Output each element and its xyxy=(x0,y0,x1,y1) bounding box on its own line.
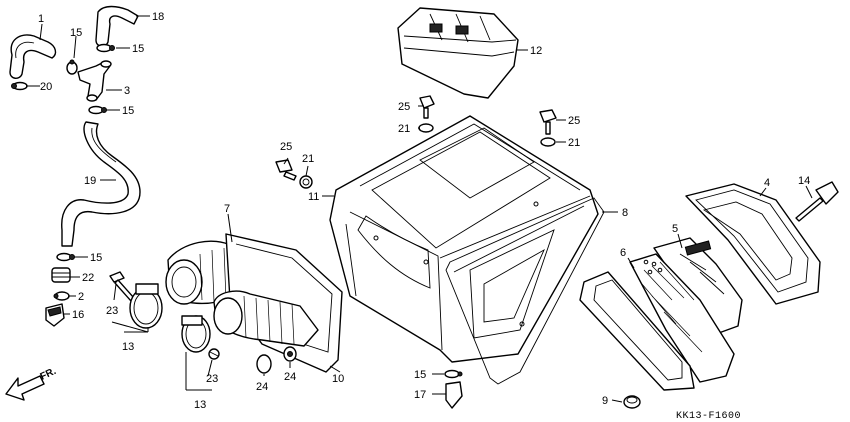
callout-18: 18 xyxy=(152,11,164,23)
diagram-code: KK13-F1600 xyxy=(676,411,741,422)
callout-17: 17 xyxy=(414,389,426,401)
callout-3: 3 xyxy=(124,85,130,97)
callout-10: 10 xyxy=(332,373,344,385)
screw-part-23[interactable] xyxy=(208,348,220,360)
callout-23: 23 xyxy=(106,305,118,317)
band-clamp-part-13-right[interactable] xyxy=(181,315,211,353)
front-direction-arrow-icon: FR. xyxy=(5,366,58,401)
callout-15: 15 xyxy=(132,43,144,55)
collar-part-24-right[interactable] xyxy=(283,346,297,362)
callout-11: 11 xyxy=(308,191,319,203)
drain-plug-part-22[interactable] xyxy=(51,267,71,283)
callout-21: 21 xyxy=(568,137,580,149)
filter-cover-part-4[interactable] xyxy=(685,183,821,305)
washer-part-21-left[interactable] xyxy=(299,175,313,189)
callout-15: 15 xyxy=(90,252,102,264)
hose-part-19[interactable] xyxy=(61,121,141,247)
callout-13: 13 xyxy=(194,399,206,411)
element-holder-part-6b[interactable] xyxy=(579,271,695,391)
callout-23: 23 xyxy=(206,373,218,385)
clamp-part-15-left[interactable] xyxy=(66,59,78,75)
t-joint-part-3[interactable] xyxy=(77,60,112,102)
seal-rubber-part-8[interactable] xyxy=(445,197,605,385)
clip-part-2[interactable] xyxy=(53,291,70,301)
collar-part-24-left[interactable] xyxy=(256,354,272,374)
collar-part-9[interactable] xyxy=(623,395,641,409)
callout-22: 22 xyxy=(82,272,94,284)
cap-part-16[interactable] xyxy=(45,303,65,327)
callout-7: 7 xyxy=(224,203,230,215)
callout-15: 15 xyxy=(122,105,134,117)
leader-lines xyxy=(26,15,813,403)
washer-part-21-top[interactable] xyxy=(418,123,434,133)
lower-duct-part[interactable] xyxy=(213,290,319,347)
callout-25: 25 xyxy=(398,101,410,113)
callout-20: 20 xyxy=(40,81,52,93)
callout-25: 25 xyxy=(280,141,292,153)
air-vent-part-12[interactable] xyxy=(397,7,519,99)
clamp-part-15-mid[interactable] xyxy=(88,105,107,115)
bolt-part-25-right[interactable] xyxy=(539,109,557,135)
callout-5: 5 xyxy=(672,223,678,235)
clamp-part-15-upper[interactable] xyxy=(96,43,115,53)
callout-21: 21 xyxy=(302,153,314,165)
clamp-part-15-lower[interactable] xyxy=(56,252,75,262)
callout-6: 6 xyxy=(620,247,626,259)
callout-12: 12 xyxy=(530,45,542,57)
callout-21: 21 xyxy=(398,123,410,135)
callout-19: 19 xyxy=(84,175,96,187)
callout-2: 2 xyxy=(78,291,84,303)
callout-4: 4 xyxy=(764,177,770,189)
clamp-part-15-drain[interactable] xyxy=(444,369,463,379)
drain-cap-part-17[interactable] xyxy=(445,381,463,409)
hose-part-1[interactable] xyxy=(9,34,57,79)
washer-part-21-right[interactable] xyxy=(540,137,556,147)
air-cleaner-case-part-11[interactable] xyxy=(329,115,599,363)
hose-part-18[interactable] xyxy=(95,5,139,47)
callout-16: 16 xyxy=(72,309,84,321)
callout-9: 9 xyxy=(602,395,608,407)
wing-bolt-part-14[interactable] xyxy=(795,181,839,222)
bolt-part-25-left[interactable] xyxy=(275,159,297,181)
callout-14: 14 xyxy=(798,175,810,187)
callout-24: 24 xyxy=(284,371,296,383)
band-clamp-part-13-left[interactable] xyxy=(129,283,163,329)
filter-screen-part-6[interactable] xyxy=(629,253,735,383)
callout-15: 15 xyxy=(414,369,426,381)
callout-25: 25 xyxy=(568,115,580,127)
callout-1: 1 xyxy=(38,13,44,25)
bolt-part-25-top[interactable] xyxy=(419,95,435,119)
clamp-part-20[interactable] xyxy=(11,81,28,91)
bolt-part-23[interactable] xyxy=(109,271,135,302)
callout-8: 8 xyxy=(622,207,628,219)
direction-label: FR. xyxy=(39,366,58,383)
callout-24: 24 xyxy=(256,381,268,393)
callout-13: 13 xyxy=(122,341,134,353)
callout-15: 15 xyxy=(70,27,82,39)
